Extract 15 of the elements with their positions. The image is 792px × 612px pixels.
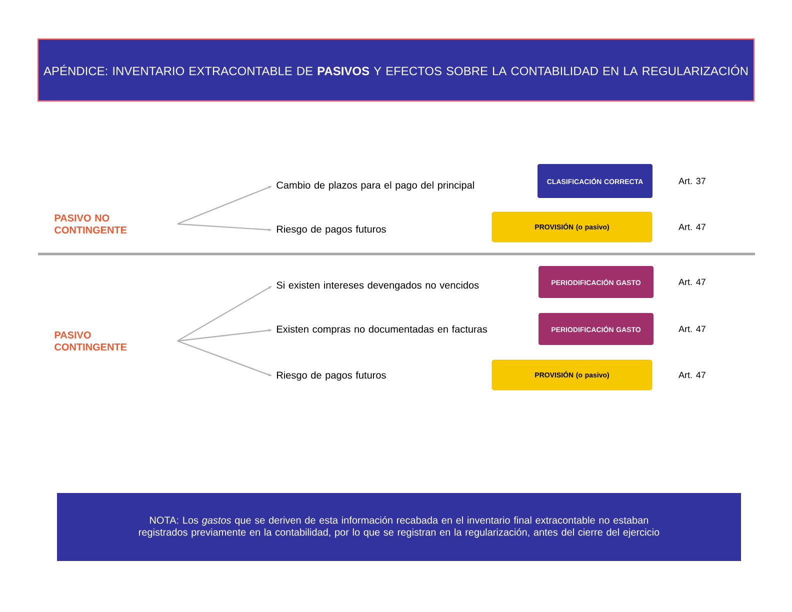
note-banner: NOTA: Los gastos que se deriven de esta información recabada en el inventario final extracontable no estaban registrados previamente en la contabilidad, por lo que se registran en la regularización, antes del cierre del ejercicio [57, 493, 741, 561]
article-reference: Art. 47 [678, 224, 706, 230]
category-label: PASIVO NO CONTINGENTE [54, 214, 127, 234]
article-reference: Art. 37 [678, 178, 706, 184]
item-text: Riesgo de pagos futuros [277, 225, 386, 235]
item-text: Existen compras no documentadas en facturas [277, 325, 488, 335]
article-reference: Art. 47 [678, 326, 706, 332]
category-label: PASIVO CONTINGENTE [54, 331, 127, 351]
item-text: Cambio de plazos para el pago del principal [276, 181, 474, 191]
title-banner: APÉNDICE: INVENTARIO EXTRACONTABLE DE PASIVOS Y EFECTOS SOBRE LA CONTABILIDAD EN LA REGULARIZACIÓN [37, 38, 755, 102]
arrow [177, 286, 272, 342]
item-text: Si existen intereses devengados no vencidos [276, 281, 479, 291]
article-reference: Art. 47 [678, 278, 706, 286]
item-text: Riesgo de pagos futuros [277, 371, 386, 381]
article-reference: Art. 47 [678, 372, 706, 378]
